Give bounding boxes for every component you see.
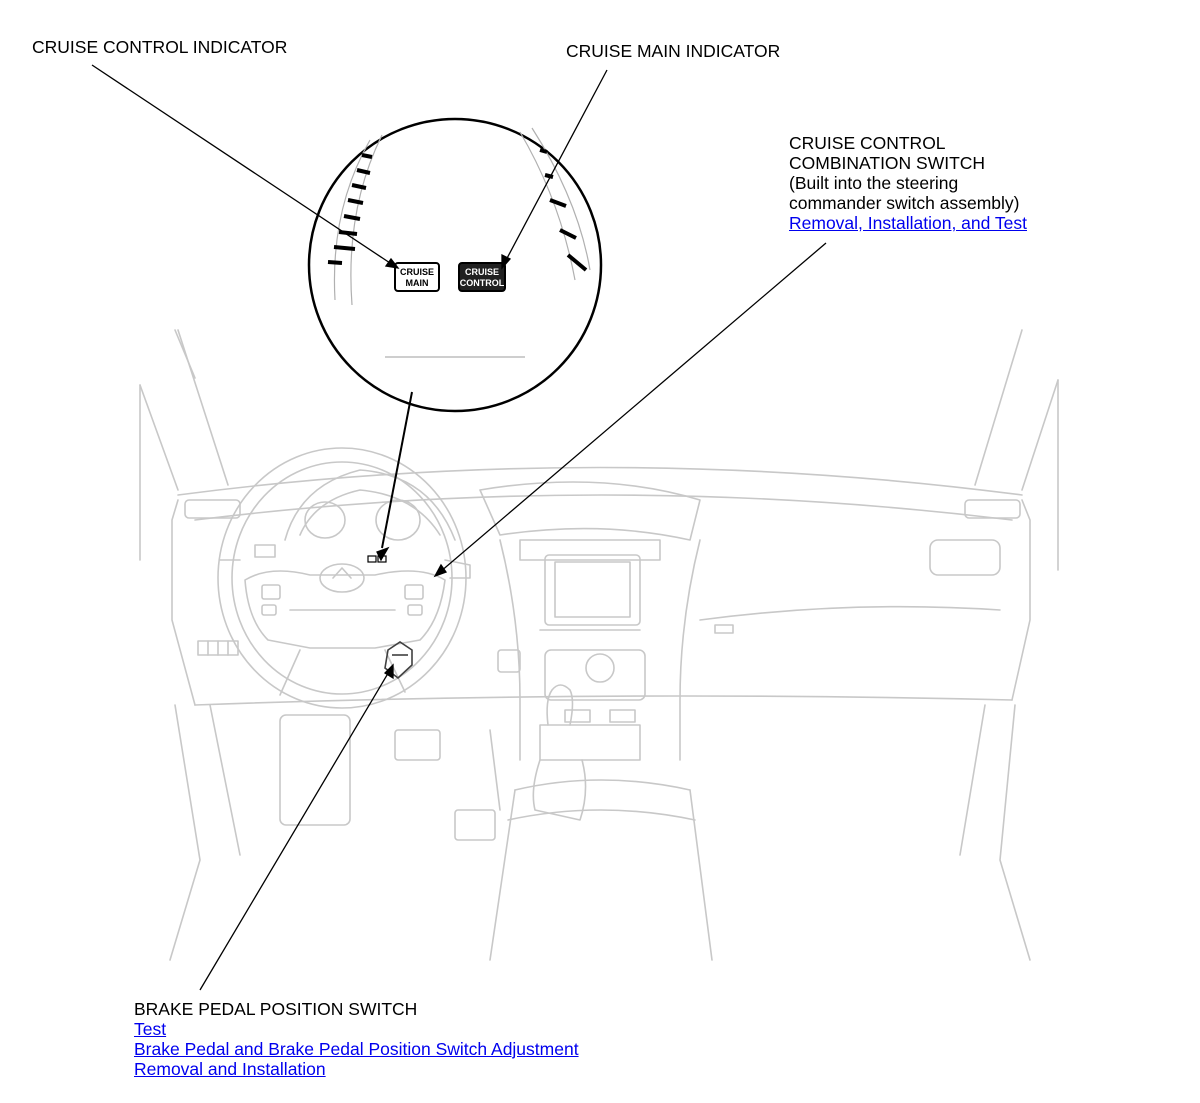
svg-text:MAIN: MAIN	[406, 278, 429, 288]
magnified-cluster-view: CRUISE MAIN CRUISE CONTROL	[307, 117, 603, 413]
combination-switch-removal-link[interactable]: Removal, Installation, and Test	[789, 213, 1028, 233]
combination-switch-line3: (Built into the steering	[789, 173, 959, 193]
cruise-main-indicator: CRUISE MAIN	[394, 262, 440, 292]
svg-text:CRUISE: CRUISE	[465, 267, 499, 277]
brake-switch-test-link[interactable]: Test	[134, 1019, 167, 1039]
brake-switch-adjustment-link[interactable]: Brake Pedal and Brake Pedal Position Swi…	[134, 1039, 579, 1059]
brake-switch-removal-link[interactable]: Removal and Installation	[134, 1059, 326, 1079]
brake-pedal-switch-label: BRAKE PEDAL POSITION SWITCH Test Brake P…	[134, 999, 579, 1079]
combination-switch-line1: CRUISE CONTROL	[789, 133, 946, 153]
combination-switch-line4: commander switch assembly)	[789, 193, 1020, 213]
cruise-control-indicator-label: CRUISE CONTROL INDICATOR	[32, 37, 287, 57]
combination-switch-label: CRUISE CONTROL COMBINATION SWITCH (Built…	[789, 133, 1027, 233]
cruise-main-indicator-label: CRUISE MAIN INDICATOR	[566, 41, 780, 61]
cruise-main-indicator-text: CRUISE MAIN INDICATOR	[566, 41, 781, 61]
svg-text:CONTROL: CONTROL	[460, 278, 505, 288]
brake-pedal-position-switch	[384, 641, 413, 680]
svg-text:CRUISE: CRUISE	[400, 267, 434, 277]
brake-pedal-switch-title: BRAKE PEDAL POSITION SWITCH	[134, 999, 418, 1019]
cruise-control-indicator-text: CRUISE CONTROL INDICATOR	[32, 37, 288, 57]
combination-switch-line2: COMBINATION SWITCH	[789, 153, 986, 173]
cruise-control-indicator: CRUISE CONTROL	[458, 262, 506, 292]
car-interior-line-art	[139, 329, 1059, 961]
leader-lines	[91, 64, 827, 991]
